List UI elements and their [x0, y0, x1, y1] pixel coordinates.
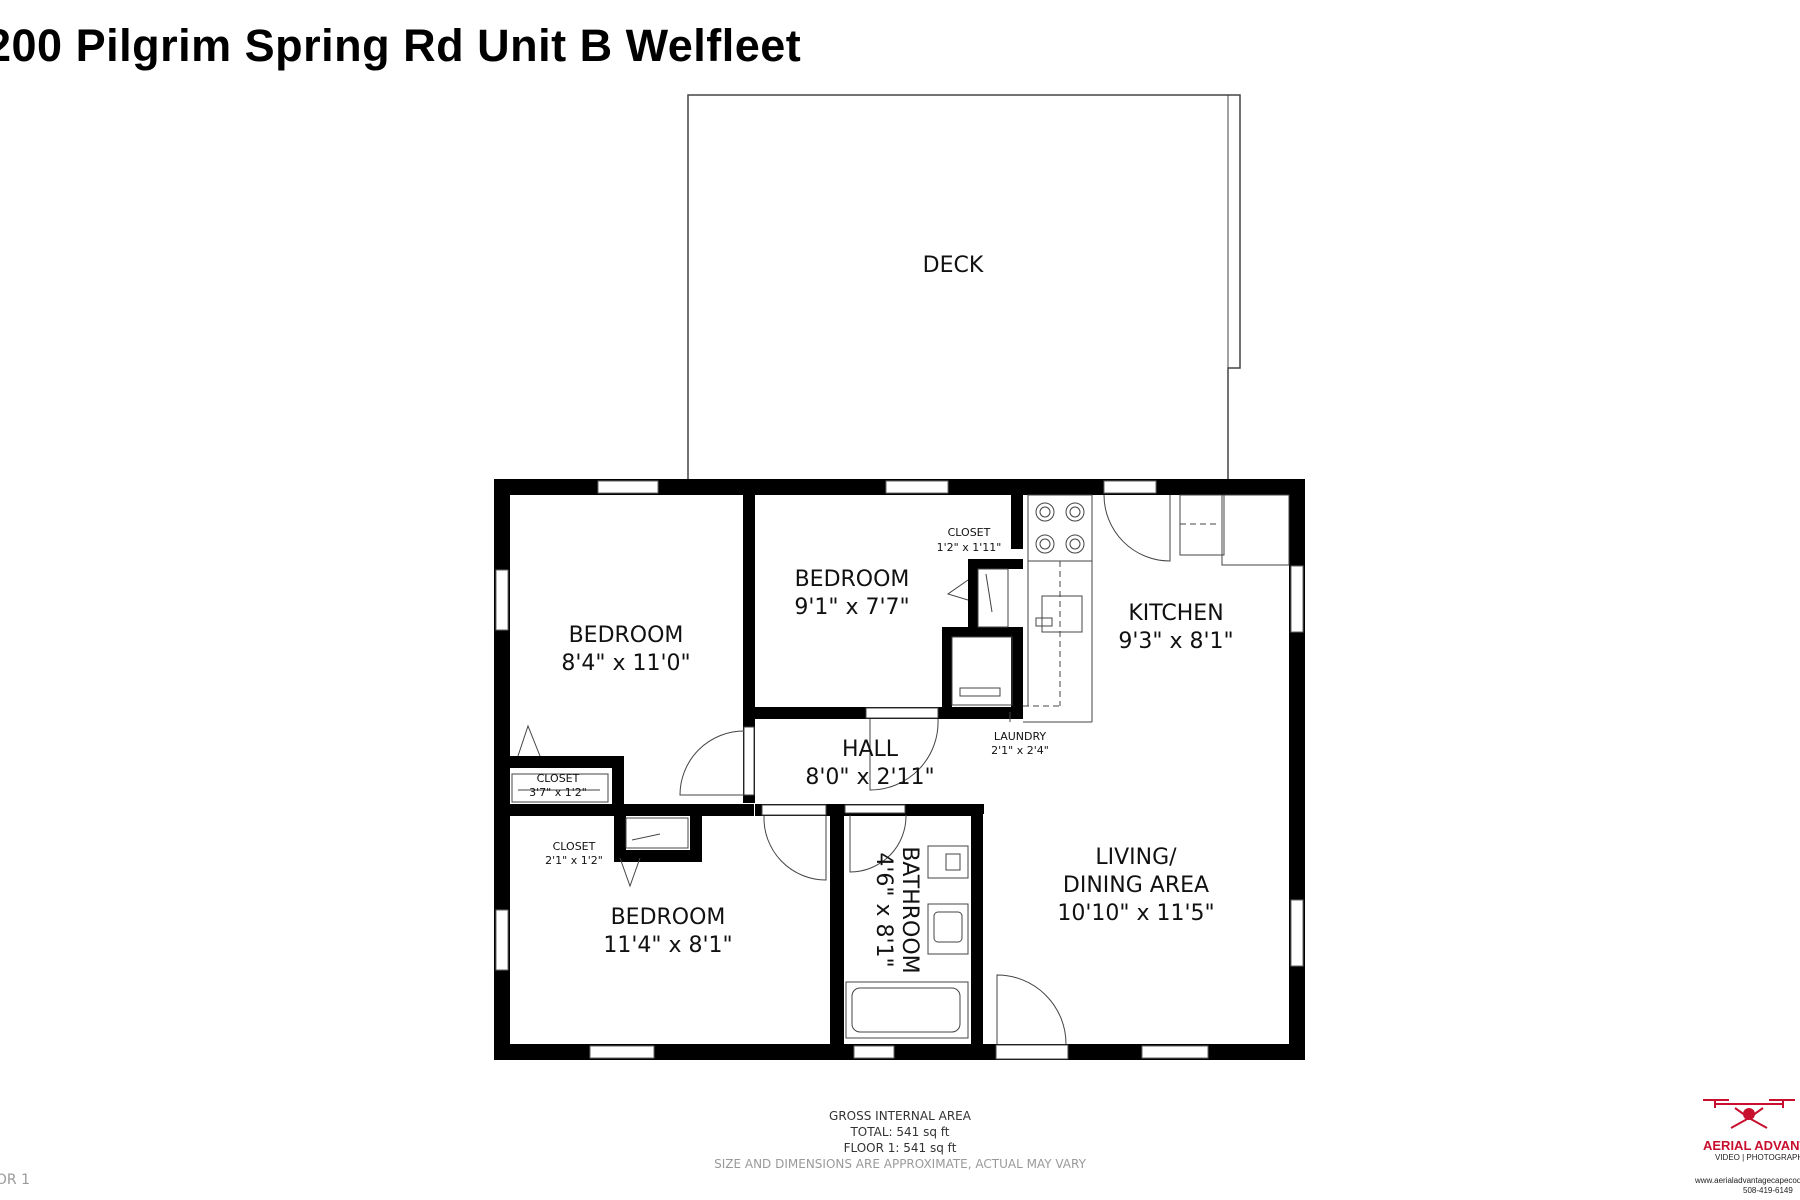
logo-brand: AERIAL ADVANTAGE — [1703, 1138, 1800, 1153]
label-kitchen-dims: 9'3" x 8'1" — [1118, 629, 1233, 654]
label-kitchen: KITCHEN — [1128, 601, 1223, 626]
area-disclaimer: SIZE AND DIMENSIONS ARE APPROXIMATE, ACT… — [714, 1157, 1086, 1171]
closet-fixtures — [511, 568, 1013, 849]
drone-icon — [1703, 1099, 1795, 1129]
label-laundry: LAUNDRY — [994, 730, 1047, 743]
area-summary: GROSS INTERNAL AREA TOTAL: 541 sq ft FLO… — [600, 1108, 1200, 1172]
label-closet-c-dims: 2'1" x 1'2" — [545, 854, 603, 867]
label-bedroom1-dims: 8'4" x 11'0" — [561, 651, 690, 676]
area-heading: GROSS INTERNAL AREA — [829, 1109, 971, 1123]
logo-phone: 508-419-6149 — [1743, 1186, 1793, 1195]
logo-website[interactable]: www.aerialadvantagecapecod.com — [1695, 1176, 1800, 1185]
page-title: 200 Pilgrim Spring Rd Unit B Welfleet — [0, 20, 1000, 80]
kitchen-fixtures — [1023, 494, 1290, 723]
label-closet-b-dims: 3'7" x 1'2" — [529, 786, 587, 799]
label-bedroom3: BEDROOM — [611, 905, 726, 930]
label-bathroom-dims: 4'6" x 8'1" — [871, 852, 896, 967]
interior-walls — [510, 495, 1023, 1044]
label-closet-c: CLOSET — [553, 840, 596, 853]
label-bedroom3-dims: 11'4" x 8'1" — [603, 933, 732, 958]
page-title-text: 200 Pilgrim Spring Rd Unit B Welfleet — [0, 20, 802, 71]
label-closet-b: CLOSET — [537, 772, 580, 785]
label-hall: HALL — [842, 737, 899, 762]
label-deck: DECK — [923, 253, 984, 278]
bathroom-fixtures — [845, 845, 969, 1039]
floor-label: FLOOR 1 — [0, 1172, 30, 1188]
label-bedroom1: BEDROOM — [569, 623, 684, 648]
label-closet-a: CLOSET — [948, 526, 991, 539]
logo-tagline: VIDEO | PHOTOGRAPHY — [1715, 1153, 1800, 1162]
area-floor: FLOOR 1: 541 sq ft — [843, 1141, 957, 1155]
area-total: TOTAL: 541 sq ft — [850, 1125, 950, 1139]
label-laundry-dims: 2'1" x 2'4" — [991, 744, 1049, 757]
label-bathroom: BATHROOM — [897, 846, 922, 973]
windows — [495, 480, 1304, 1059]
label-bedroom2: BEDROOM — [795, 567, 910, 592]
label-living-2: DINING AREA — [1063, 873, 1209, 898]
label-bedroom2-dims: 9'1" x 7'7" — [794, 595, 909, 620]
label-living: LIVING/ — [1095, 845, 1177, 870]
company-logo: AERIAL ADVANTAGE VIDEO | PHOTOGRAPHY www… — [1695, 1090, 1800, 1200]
label-living-dims: 10'10" x 11'5" — [1057, 901, 1214, 926]
label-hall-dims: 8'0" x 2'11" — [805, 765, 934, 790]
doors — [517, 494, 1171, 1060]
deck — [687, 94, 1241, 484]
label-closet-a-dims: 1'2" x 1'11" — [937, 541, 1002, 554]
